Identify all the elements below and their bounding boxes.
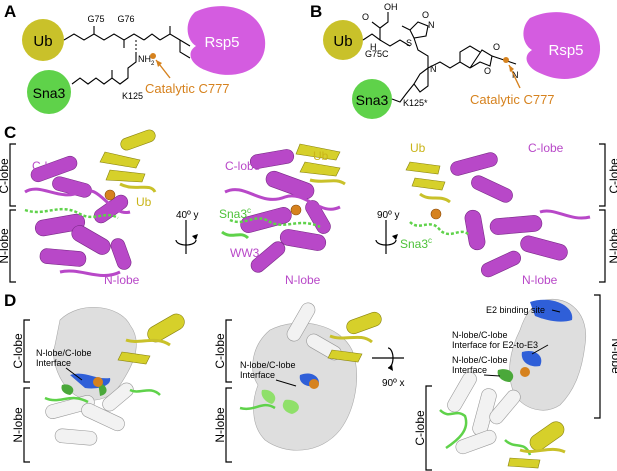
panel-a-ub-label: Ub xyxy=(33,33,52,50)
d3-clobe: C-lobe xyxy=(413,410,427,446)
d-structure-1: N-lobe/C-lobe Interface xyxy=(36,307,185,446)
svg-text:O: O xyxy=(493,42,500,52)
panel-a-rsp5-label: Rsp5 xyxy=(204,34,239,51)
c-rotation-40y: 40º y xyxy=(175,210,199,254)
c3-clobe: C-lobe xyxy=(528,141,564,155)
d2-clobe: C-lobe xyxy=(213,333,227,369)
panel-b-rsp5-blob xyxy=(523,12,601,79)
panel-c-structures: C-lobe N-lobe C-lobe N-lobe C-lobe Ub N-… xyxy=(0,129,617,287)
c-structure-1: C-lobe Ub N-lobe xyxy=(24,129,157,287)
panel-label-c: C xyxy=(4,123,17,142)
panel-b-ub-circle xyxy=(323,20,363,60)
c3-sna3: Sna3c xyxy=(400,236,432,251)
d3-e2-site: E2 binding site xyxy=(486,305,545,315)
c3-nlobe: N-lobe xyxy=(522,273,558,287)
panel-d-surfaces: C-lobe N-lobe C-lobe N-lobe N-lobe C-lob… xyxy=(11,294,617,471)
c-rotation-90y: 90º y xyxy=(375,210,400,254)
svg-text:S: S xyxy=(406,38,412,48)
d3-interface-line4: Interface xyxy=(452,365,487,375)
c-rot2-label: 90º y xyxy=(377,210,400,221)
c3-ub: Ub xyxy=(410,141,426,155)
c-rot1-label: 40º y xyxy=(176,210,199,221)
d-structure-3: E2 binding site N-lobe/C-lobe Interface … xyxy=(439,298,587,469)
c2-ub: Ub xyxy=(313,149,329,163)
svg-text:O: O xyxy=(422,10,429,20)
c-left-nlobe: N-lobe xyxy=(0,228,11,264)
panel-a-k125: K125 xyxy=(122,91,143,101)
d-rot-label: 90º x xyxy=(382,378,405,389)
panel-a-rsp5-blob xyxy=(187,6,266,75)
panel-a-catalytic: Catalytic C777 xyxy=(145,81,230,96)
d3-interface-line1: N-lobe/C-lobe xyxy=(452,330,508,340)
c2-nlobe: N-lobe xyxy=(285,273,321,287)
panel-a-backbone xyxy=(63,26,191,85)
panel-label-a: A xyxy=(4,2,17,21)
panel-label-b: B xyxy=(310,2,323,21)
d3-interface-line2: Interface for E2-to-E3 xyxy=(452,340,538,350)
panel-b-k125s: K125* xyxy=(403,98,428,108)
d1-clobe: C-lobe xyxy=(11,333,25,369)
c-left-clobe: C-lobe xyxy=(0,158,11,194)
panel-b-catalytic: Catalytic C777 xyxy=(470,92,555,107)
c1-nlobe: N-lobe xyxy=(104,273,140,287)
svg-text:H: H xyxy=(370,42,377,52)
c2-ww3: WW3 xyxy=(230,246,260,260)
panel-b-schematic: Ub Rsp5 Sna3 O OH O H G75C N S N K125* O… xyxy=(323,2,601,119)
c2-clobe: C-lobe xyxy=(225,159,261,173)
c-structure-2: C-lobe Ub Sna3c WW3 N-lobe xyxy=(219,143,346,287)
panel-a-sna3-label: Sna3 xyxy=(33,85,66,101)
c-structure-3: Ub C-lobe Sna3c N-lobe xyxy=(400,141,591,287)
panel-b-rsp5-label: Rsp5 xyxy=(548,42,583,59)
d2-interface-line1: N-lobe/C-lobe xyxy=(240,360,296,370)
d2-interface-line2: Interface xyxy=(240,370,275,380)
svg-text:O: O xyxy=(362,12,369,22)
svg-text:N: N xyxy=(428,20,435,30)
panel-a-sna3-circle xyxy=(27,70,71,114)
c-right-nlobe: N-lobe xyxy=(607,228,617,264)
panel-label-d: D xyxy=(4,291,17,310)
d1-nlobe: N-lobe xyxy=(11,407,25,443)
panel-b-linker xyxy=(362,12,517,103)
d-rotation-90x: 90º x xyxy=(372,347,405,389)
panel-b-sna3-label: Sna3 xyxy=(356,92,389,108)
c1-ub: Ub xyxy=(136,195,152,209)
svg-text:N: N xyxy=(512,70,519,80)
panel-a-nh: NH2 xyxy=(138,54,155,67)
d1-interface-line2: Interface xyxy=(36,358,71,368)
panel-a-ub-circle xyxy=(22,19,64,61)
c1-clobe: C-lobe xyxy=(32,159,68,173)
panel-a-schematic: Ub Rsp5 Sna3 G75 G76 NH2 K125 Catalytic … xyxy=(22,6,266,114)
d3-nlobe: N-lobe xyxy=(609,338,617,374)
panel-b-sna3-circle xyxy=(352,79,392,119)
d3-interface-line3: N-lobe/C-lobe xyxy=(452,355,508,365)
c-right-clobe: C-lobe xyxy=(607,158,617,194)
svg-text:N: N xyxy=(430,64,437,74)
d1-interface-line1: N-lobe/C-lobe xyxy=(36,348,92,358)
d2-nlobe: N-lobe xyxy=(213,407,227,443)
panel-b-ub-label: Ub xyxy=(333,33,352,50)
svg-text:O: O xyxy=(484,66,491,76)
panel-a-g76: G76 xyxy=(117,14,134,24)
panel-a-g75: G75 xyxy=(87,14,104,24)
c2-sna3: Sna3c xyxy=(219,206,251,221)
panel-b-g75c: G75C xyxy=(365,49,389,59)
svg-text:OH: OH xyxy=(384,2,398,12)
d-structure-2: N-lobe/C-lobe Interface xyxy=(239,302,382,451)
